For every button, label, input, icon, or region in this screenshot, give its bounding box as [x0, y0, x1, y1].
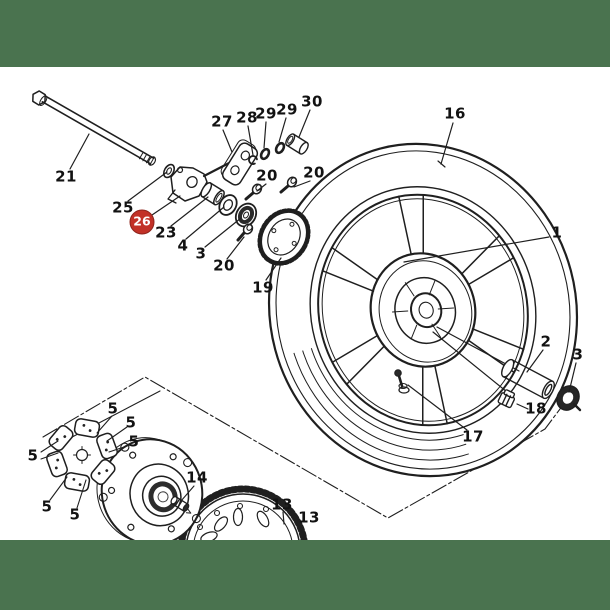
axle-collar-2 — [501, 358, 555, 400]
part-callout-4: 4 — [177, 236, 189, 255]
top-background-band — [0, 0, 610, 67]
part-callout-5: 5 — [125, 413, 137, 432]
bolt-20a — [244, 183, 263, 201]
part-callout-21: 21 — [55, 167, 77, 186]
tire-bead — [309, 186, 537, 434]
part-callout-30: 30 — [301, 92, 323, 111]
part-callout-5: 5 — [69, 505, 81, 524]
leader-lines-right — [516, 349, 577, 410]
part-callout-20: 20 — [303, 163, 325, 182]
part-callout-29: 29 — [276, 100, 298, 119]
bolt-20c — [236, 223, 254, 242]
part-callout-3: 3 — [195, 244, 207, 263]
leader-lines-axle — [69, 109, 311, 281]
oil-seal-4 — [218, 194, 238, 216]
part-callout-20: 20 — [256, 166, 278, 185]
cap-30 — [285, 133, 309, 155]
part-callout-5: 5 — [128, 432, 140, 451]
chain-puller-26 — [167, 160, 233, 204]
part-callout-2: 2 — [540, 332, 552, 351]
clip-28 — [248, 155, 258, 165]
bearing-3-left — [234, 202, 258, 228]
washer-25 — [162, 163, 176, 179]
bottom-background-band — [0, 540, 610, 610]
part-callout-23: 23 — [155, 223, 177, 242]
wheel — [267, 142, 579, 478]
wheel-hub — [369, 252, 477, 368]
part-callout-3: 3 — [572, 345, 584, 364]
rear-axle-21 — [32, 90, 157, 166]
part-callout-13: 13 — [271, 495, 293, 514]
part-callout-27: 27 — [211, 112, 233, 131]
part-callout-5: 5 — [41, 497, 53, 516]
bolt-20b — [279, 176, 298, 194]
part-callout-20: 20 — [213, 256, 235, 275]
nut-29b — [274, 141, 286, 155]
valve-stem — [394, 369, 410, 394]
part-callout-5: 5 — [27, 446, 39, 465]
part-callout-17: 17 — [462, 427, 484, 446]
spacer-23 — [200, 181, 225, 206]
part-callout-1: 1 — [551, 223, 563, 242]
part-callout-25: 25 — [112, 198, 134, 217]
bearing-3-right — [556, 385, 582, 412]
highlighted-part-badge-26: 26 — [129, 209, 155, 235]
part-callout-29: 29 — [255, 104, 277, 123]
nut-29a — [259, 147, 271, 161]
stud-14 — [170, 495, 192, 514]
part-callout-16: 16 — [444, 104, 466, 123]
part-callout-19: 19 — [252, 278, 274, 297]
hub-carrier — [96, 437, 204, 551]
damper-set — [46, 418, 118, 492]
part-callout-18: 18 — [525, 399, 547, 418]
axle-nut-18 — [497, 389, 516, 409]
part-callout-14: 14 — [186, 468, 208, 487]
part-callout-13: 13 — [298, 508, 320, 527]
part-callout-28: 28 — [236, 108, 258, 127]
part-callout-5: 5 — [107, 399, 119, 418]
rim-outer — [317, 193, 529, 427]
ring-gear-19 — [257, 208, 311, 266]
leader-lines-bottom-left — [40, 415, 195, 509]
